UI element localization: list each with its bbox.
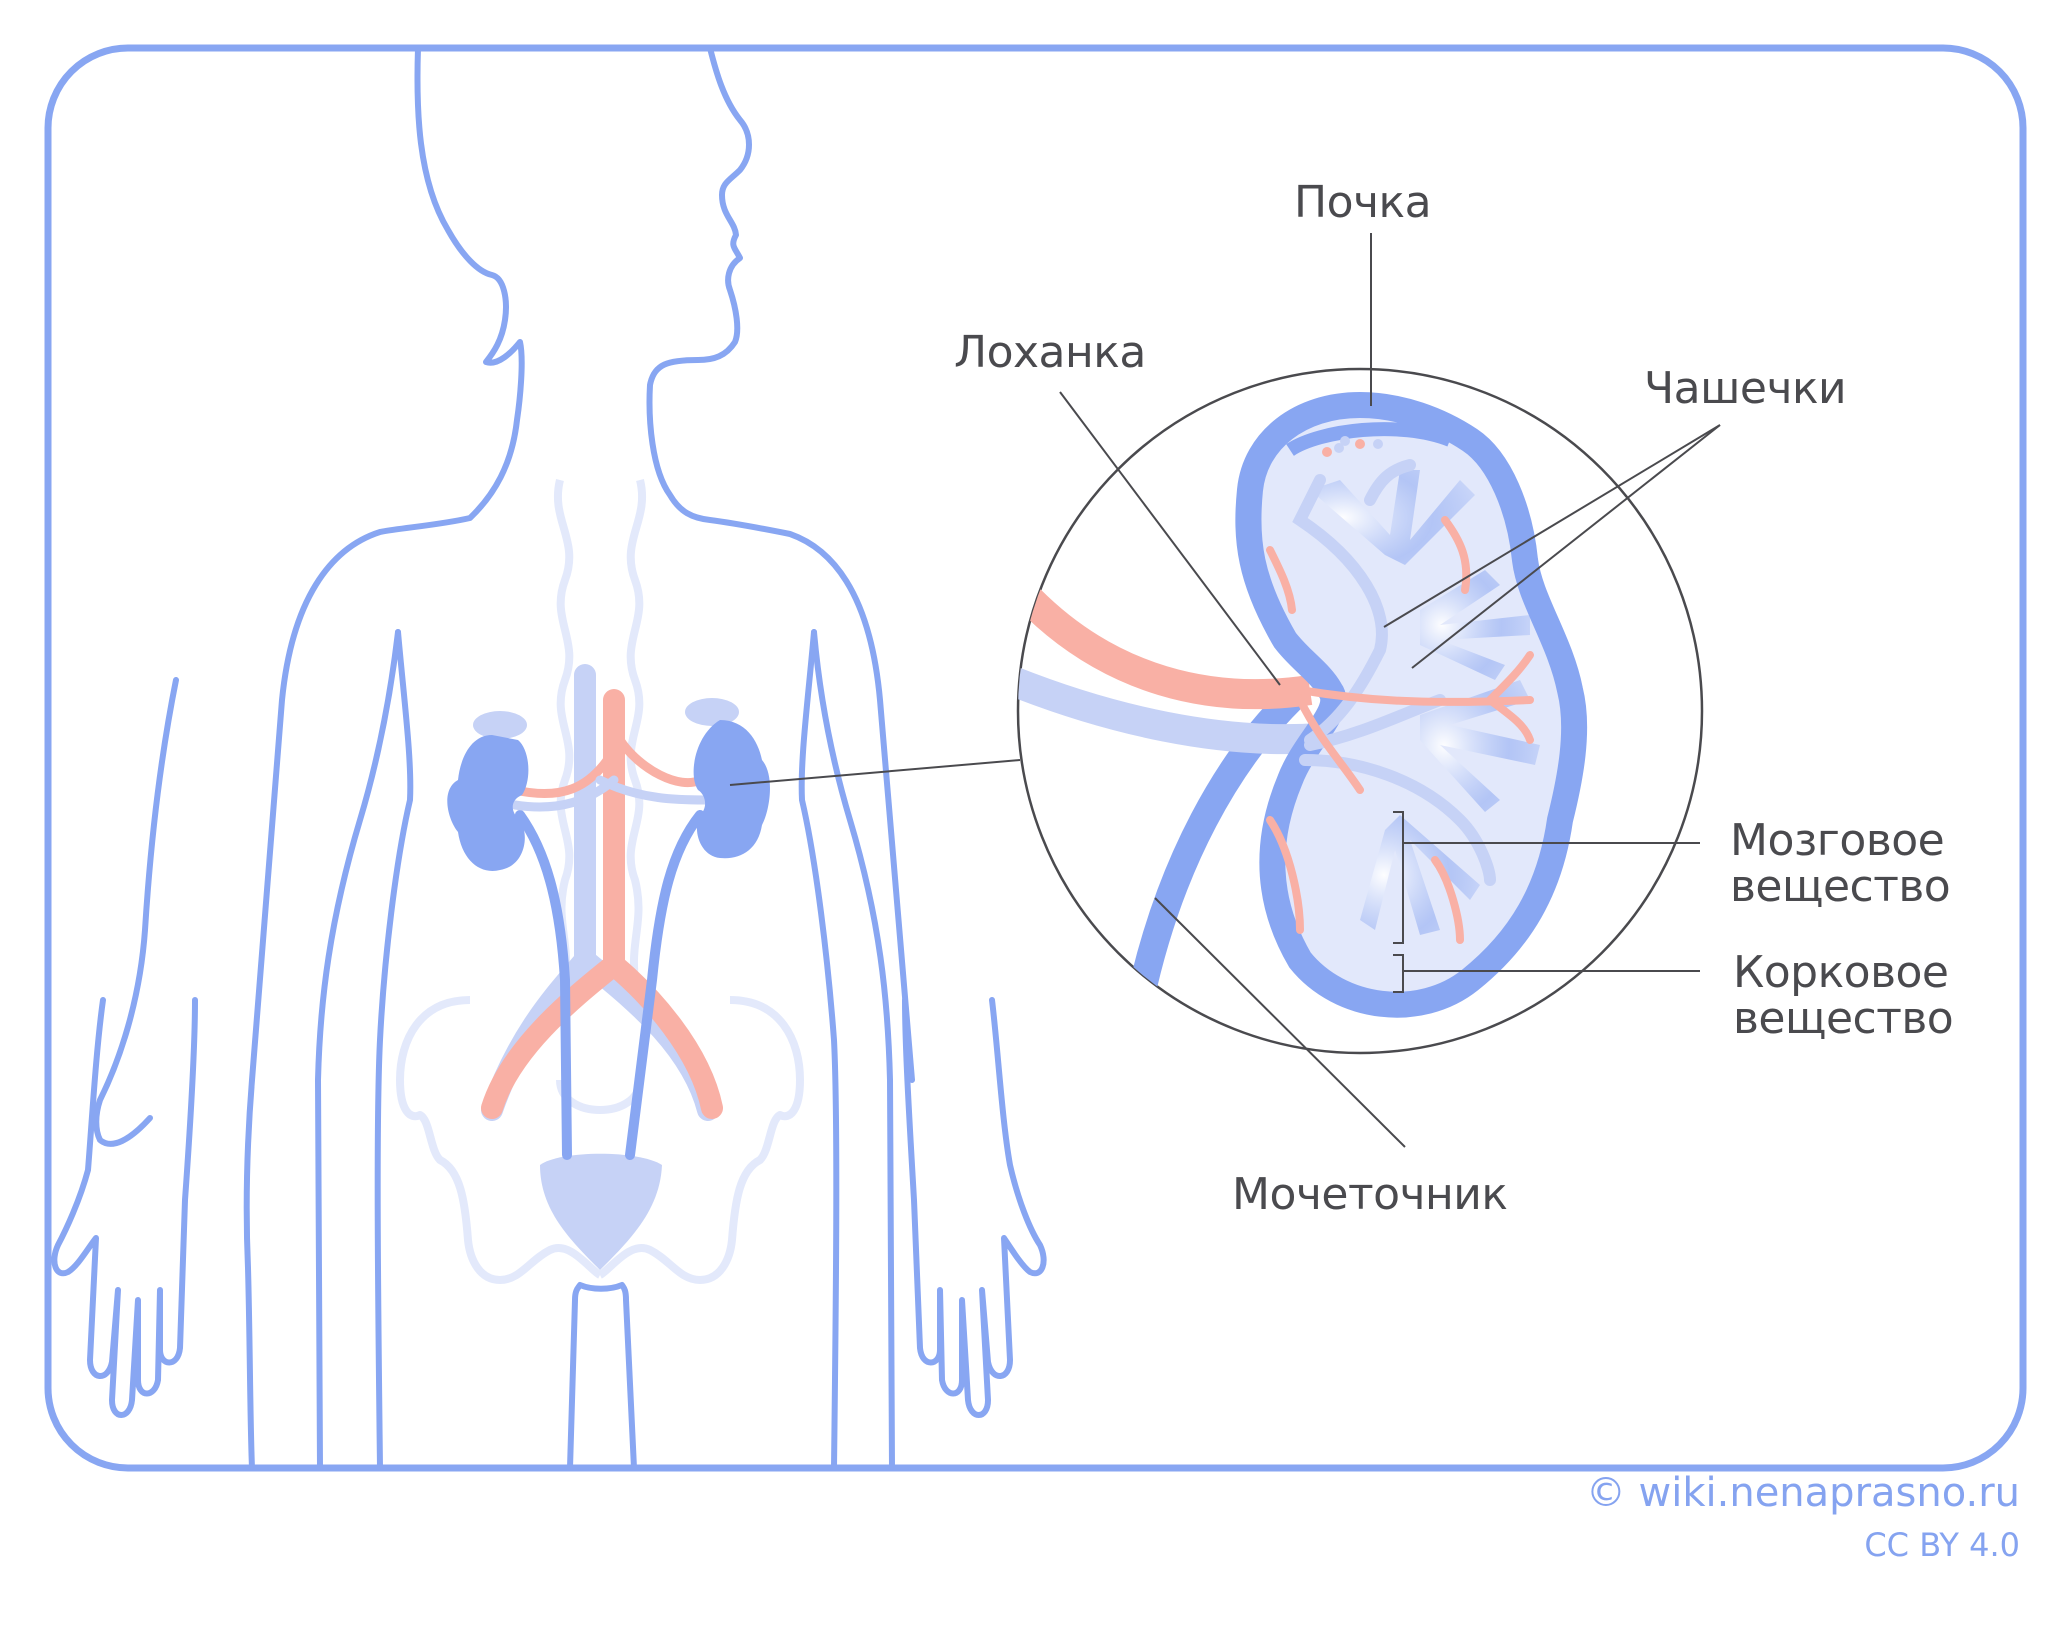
label-medulla-line1: Мозговое bbox=[1730, 815, 1945, 866]
label-medulla-line2: вещество bbox=[1730, 861, 1951, 912]
credit-license: CC BY 4.0 bbox=[1864, 1526, 2020, 1564]
leader-to-magnified bbox=[729, 759, 1021, 786]
ureters-body bbox=[515, 810, 705, 1160]
credit-site: © wiki.nenaprasno.ru bbox=[1585, 1470, 2020, 1516]
body-silhouette bbox=[51, 48, 1047, 1468]
kidney-right-body bbox=[685, 698, 770, 859]
label-cortex: Корковое вещество bbox=[1733, 947, 1954, 1044]
renal-vessels-body bbox=[510, 735, 710, 812]
label-renal-pelvis: Лоханка bbox=[954, 327, 1146, 378]
leader-lines bbox=[1059, 233, 1721, 1148]
label-medulla: Мозговое вещество bbox=[1730, 815, 1951, 912]
magnified-kidney bbox=[1018, 391, 1588, 1018]
bladder bbox=[540, 1153, 662, 1270]
label-ureter: Мочеточник bbox=[1232, 1169, 1508, 1220]
kidney-left-body bbox=[447, 711, 529, 871]
great-vessels bbox=[481, 664, 723, 1121]
label-cortex-line1: Корковое bbox=[1733, 947, 1949, 998]
frame-border bbox=[44, 44, 2027, 1472]
label-cortex-line2: вещество bbox=[1733, 993, 1954, 1044]
label-calyces: Чашечки bbox=[1644, 363, 1847, 414]
spine bbox=[554, 479, 646, 981]
label-kidney: Почка bbox=[1294, 177, 1432, 228]
renal-pyramids bbox=[1310, 470, 1540, 935]
